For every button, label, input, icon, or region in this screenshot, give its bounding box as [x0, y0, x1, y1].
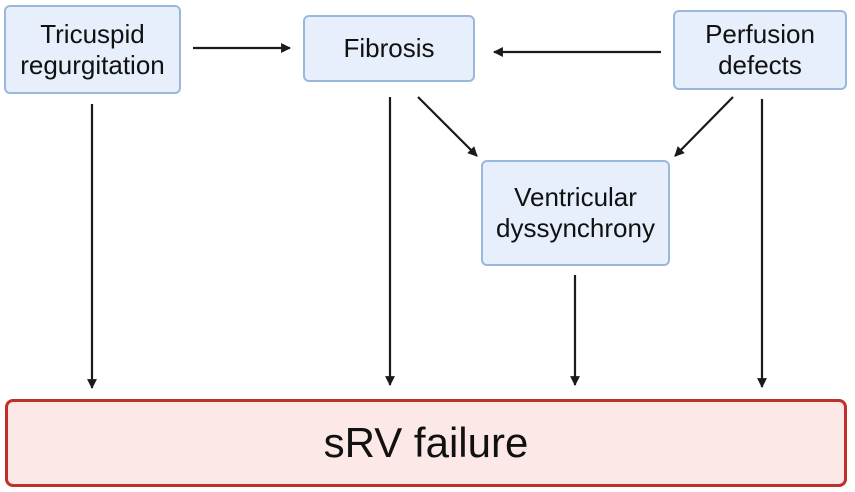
perfusion-defects-label: Perfusion defects — [705, 19, 815, 80]
perfusion-defects-node: Perfusion defects — [673, 10, 847, 90]
fibrosis-label: Fibrosis — [343, 33, 435, 63]
ventricular-dyssynchrony-node: Ventricular dyssynchrony — [481, 160, 670, 266]
tricuspid-regurgitation-label: Tricuspid regurgitation — [20, 18, 165, 80]
arrow-fibrosis-to-ventricular — [417, 96, 478, 157]
ventricular-dyssynchrony-label: Ventricular dyssynchrony — [496, 182, 655, 243]
srv-failure-node: sRV failure — [5, 399, 847, 487]
fibrosis-node: Fibrosis — [303, 15, 475, 82]
tricuspid-regurgitation-node: Tricuspid regurgitation — [4, 5, 181, 94]
srv-failure-label: sRV failure — [323, 419, 529, 466]
arrow-perfusion-to-ventricular — [674, 96, 734, 157]
